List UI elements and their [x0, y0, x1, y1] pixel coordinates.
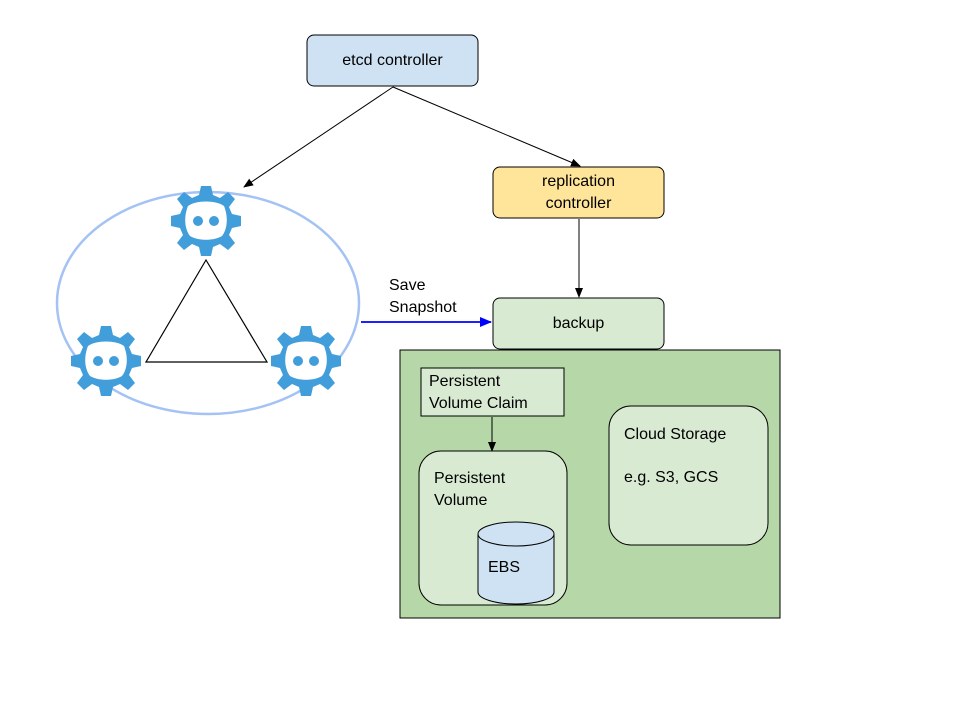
backup-box	[492, 297, 665, 350]
persistent-volume-claim-label: Persistent Volume Claim	[429, 371, 528, 415]
cloud-storage-title: Cloud Storage	[624, 426, 727, 443]
etcd-member-top-icon	[171, 186, 241, 256]
persistent-volume-label: Persistent Volume	[434, 468, 505, 512]
ebs-cylinder	[477, 534, 555, 605]
pvc-label-line1: Persistent	[429, 373, 501, 390]
backup-label: backup	[552, 315, 605, 332]
cluster-triangle	[144, 258, 269, 363]
pv-label-line2: Volume	[434, 492, 488, 509]
pv-label-line1: Persistent	[434, 470, 506, 487]
cloud-storage-box	[608, 405, 769, 546]
cloud-storage-examples: e.g. S3, GCS	[624, 469, 719, 486]
save-snapshot-label: Save Snapshot	[389, 275, 457, 319]
ebs-label: EBS	[488, 559, 521, 576]
arrow-controller-to-cluster	[243, 86, 394, 188]
replication-controller-label-line1: replication	[542, 173, 615, 190]
ebs-cylinder-top	[477, 521, 555, 547]
etcd-controller-box	[306, 34, 479, 87]
persistent-volume-claim-box	[420, 367, 565, 417]
etcd-controller-label: etcd controller	[342, 52, 443, 69]
replication-controller-label-line2: controller	[545, 195, 612, 212]
arrow-controller-to-replication	[392, 86, 581, 167]
etcd-member-left-icon	[71, 326, 141, 396]
save-snapshot-label-line1: Save	[389, 277, 426, 294]
pvc-label-line2: Volume Claim	[429, 395, 528, 412]
save-snapshot-label-line2: Snapshot	[389, 299, 457, 316]
replication-controller-label: replication controller	[493, 171, 664, 215]
replication-controller-box	[492, 166, 665, 219]
etcd-member-right-icon	[271, 326, 341, 396]
